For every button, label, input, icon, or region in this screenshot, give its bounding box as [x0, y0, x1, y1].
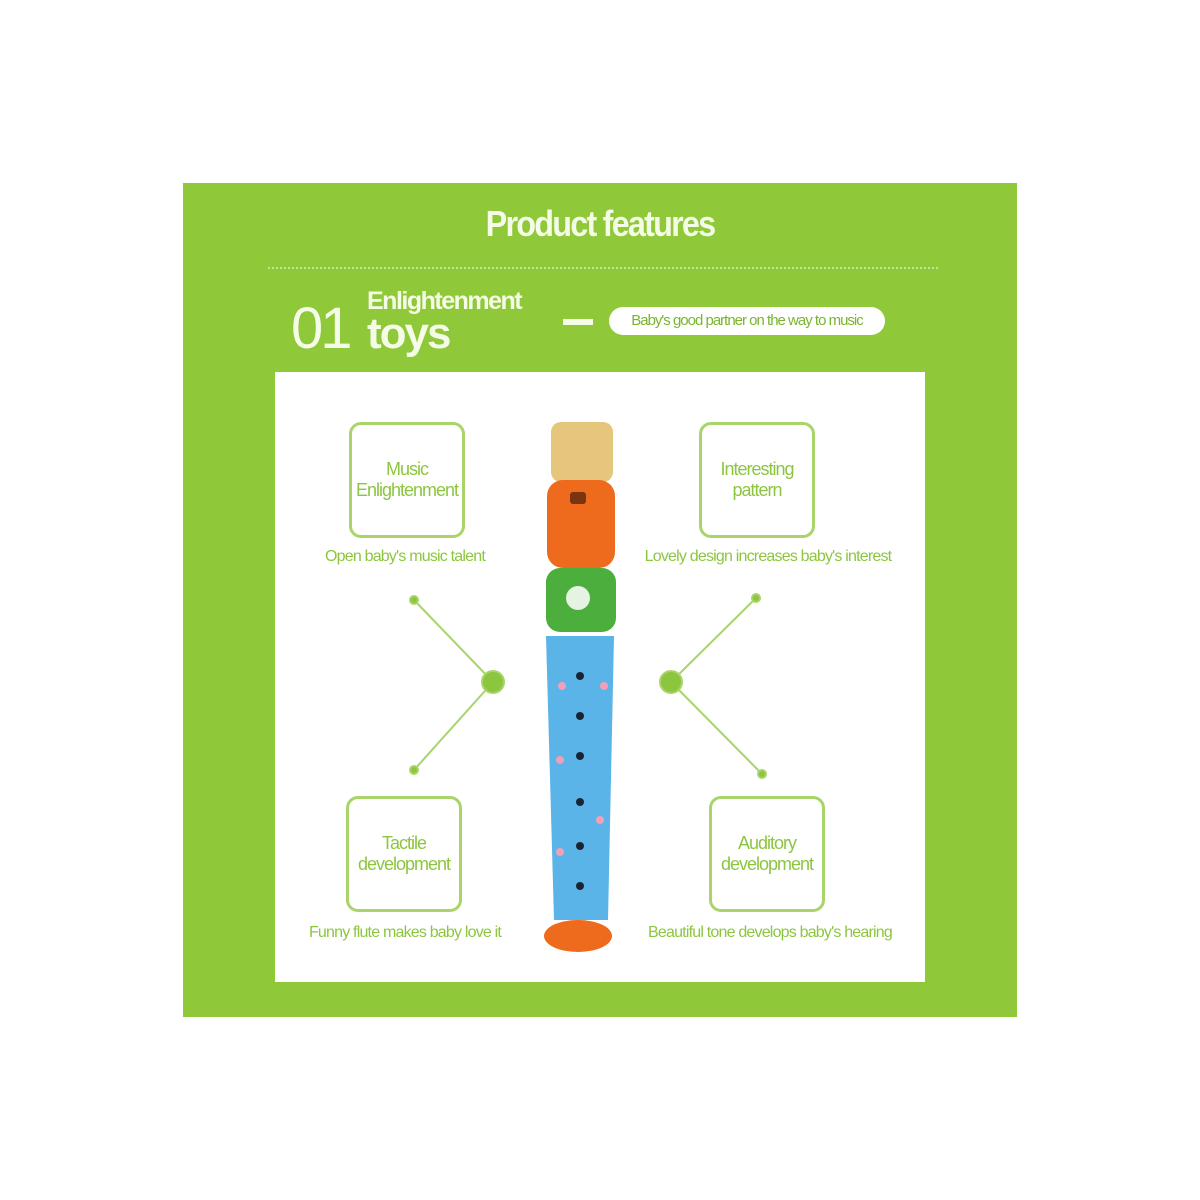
feature-box-tactile-development: Tactile development [346, 796, 462, 912]
page-title: Product features [485, 203, 716, 244]
tagline-pill: Baby's good partner on the way to music [609, 307, 885, 335]
section-title-line2: toys [367, 309, 451, 358]
feature-box-music-enlightenment: Music Enlightenment [349, 422, 465, 538]
feature-box-auditory-development: Auditory development [709, 796, 825, 912]
section-number: 01 [291, 296, 352, 361]
feature-caption: Open baby's music talent [325, 548, 486, 565]
dash-divider [563, 319, 593, 325]
feature-caption: Beautiful tone develops baby's hearing [648, 924, 893, 941]
feature-box-interesting-pattern: Interesting pattern [699, 422, 815, 538]
dotted-divider [268, 267, 938, 269]
feature-caption: Funny flute makes baby love it [308, 924, 502, 941]
feature-caption: Lovely design increases baby's interest [644, 548, 892, 565]
section-title-line1: Enlightenment [367, 287, 523, 315]
flute-icon [544, 422, 616, 952]
connector-lines [409, 593, 767, 779]
